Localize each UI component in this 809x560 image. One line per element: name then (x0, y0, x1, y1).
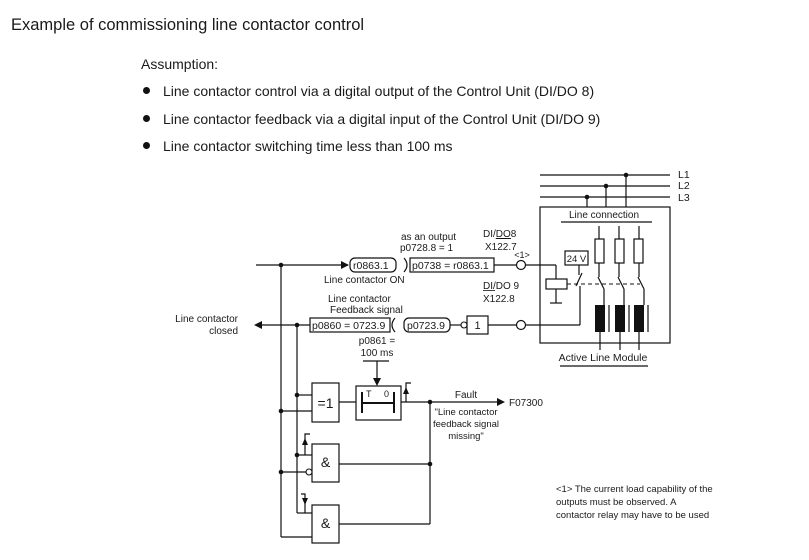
timer-param-1: p0861 = (359, 336, 396, 347)
terminal-pin-x122-7: X122.7 (485, 242, 517, 253)
line-connection-label: Line connection (569, 210, 639, 221)
phase-label-l3: L3 (678, 192, 690, 204)
falling-edge-icon (301, 493, 306, 513)
arrow-right-icon (341, 261, 349, 269)
fault-desc-3: missing" (448, 431, 484, 442)
buffer-gate-label: 1 (474, 320, 480, 332)
junction-dot (294, 392, 300, 398)
arrow-left-icon (254, 321, 262, 329)
phase-label-l1: L1 (678, 169, 690, 181)
footnote-line-3: contactor relay may have to be used (556, 510, 709, 521)
page-title: Example of commissioning line contactor … (11, 16, 365, 34)
and-gate-2-label: & (321, 515, 331, 531)
and-gate-1-label: & (321, 454, 331, 470)
inductor-icon (595, 305, 605, 332)
line-contactor-on-label: Line contactor ON (324, 275, 405, 286)
and-gate-1 (311, 443, 340, 483)
connector-p0723-label: p0723.9 (407, 320, 445, 332)
binector-output-icon (391, 317, 396, 333)
inductors (595, 305, 649, 350)
junction-dot (278, 469, 284, 475)
relay-coil-icon (545, 278, 568, 290)
timer-t-label: T (366, 389, 372, 399)
fault-label: Fault (455, 390, 477, 401)
footnote-line-1: <1> The current load capability of the (556, 484, 713, 495)
aux-contact-icon (575, 272, 583, 287)
rising-edge-icon (405, 382, 411, 402)
inductor-icon (634, 305, 644, 332)
param-p0738-label: p0738 = r0863.1 (412, 260, 489, 272)
footnote-line-2: outputs must be observed. A (556, 497, 677, 508)
junction-dot (427, 461, 433, 467)
bullet-icon (143, 142, 150, 149)
terminal-pin-x122-8: X122.8 (483, 294, 515, 305)
timer-zero-label: 0 (384, 389, 389, 399)
timer-param-2: 100 ms (361, 348, 394, 359)
contactor-closed-label-1: Line contactor (175, 314, 238, 325)
connector-p0723 (403, 317, 451, 333)
assumption-item: Line contactor switching time less than … (141, 137, 600, 165)
assumption-item: Line contactor control via a digital out… (141, 82, 600, 110)
output-param-setting: p0728.8 = 1 (400, 243, 454, 254)
arrow-down-icon (373, 378, 381, 386)
footnote-ref-1: <1> (514, 250, 530, 260)
edge-arrow (302, 498, 308, 505)
junction-dot (294, 452, 300, 458)
arrow-right-icon (497, 398, 505, 406)
contactor-switches (567, 276, 645, 305)
xor-gate-label: =1 (318, 395, 334, 411)
phase-label-l2: L2 (678, 180, 690, 192)
terminal-name-dido9: DI/DO 9 (483, 281, 520, 292)
edge-arrow (302, 438, 308, 445)
switch-contact-icon (617, 276, 625, 290)
connector-r0863 (349, 257, 397, 273)
fuse-icon (633, 238, 644, 264)
output-mode-label: as an output (401, 232, 456, 243)
fuses (594, 226, 644, 277)
binector-input-icon (403, 257, 408, 273)
supply-24v-label: 24 V (567, 254, 587, 265)
rising-edge-icon (304, 433, 310, 455)
edge-arrow (403, 387, 409, 394)
phase-lines: L1 L2 L3 (540, 169, 690, 207)
and-gate-2 (311, 504, 340, 544)
fuse-icon (594, 238, 605, 264)
inverter-bubble (460, 321, 468, 329)
terminal-name-dido8: DI/DO8 (483, 229, 517, 240)
fuse-icon (614, 238, 625, 264)
supply-24v-box (564, 250, 589, 266)
terminal-x122-7 (515, 259, 527, 271)
inductor-icon (615, 305, 625, 332)
param-p0860-label: p0860 = 0723.9 (312, 320, 385, 332)
junction-dot (278, 408, 284, 414)
fault-desc-2: feedback signal (433, 419, 499, 430)
feedback-label-2: Feedback signal (330, 305, 403, 316)
assumption-heading: Assumption: (141, 56, 219, 72)
terminal-x122-8 (515, 319, 527, 331)
feedback-label-1: Line contactor (328, 294, 391, 305)
fault-desc-1: "Line contactor (434, 407, 497, 418)
inverter-bubble (305, 468, 313, 476)
bullet-icon (143, 114, 150, 122)
contactor-closed-label-2: closed (209, 326, 238, 337)
switch-contact-icon (637, 276, 645, 290)
active-line-module-label: Active Line Module (559, 352, 648, 364)
fault-code: F07300 (509, 398, 543, 409)
switch-contact-icon (597, 276, 605, 290)
active-line-module-box (539, 206, 671, 344)
assumption-list: Line contactor control via a digital out… (141, 82, 600, 165)
connector-r0863-label: r0863.1 (353, 260, 389, 272)
bullet-icon (143, 87, 150, 94)
assumption-item: Line contactor feedback via a digital in… (141, 110, 600, 138)
